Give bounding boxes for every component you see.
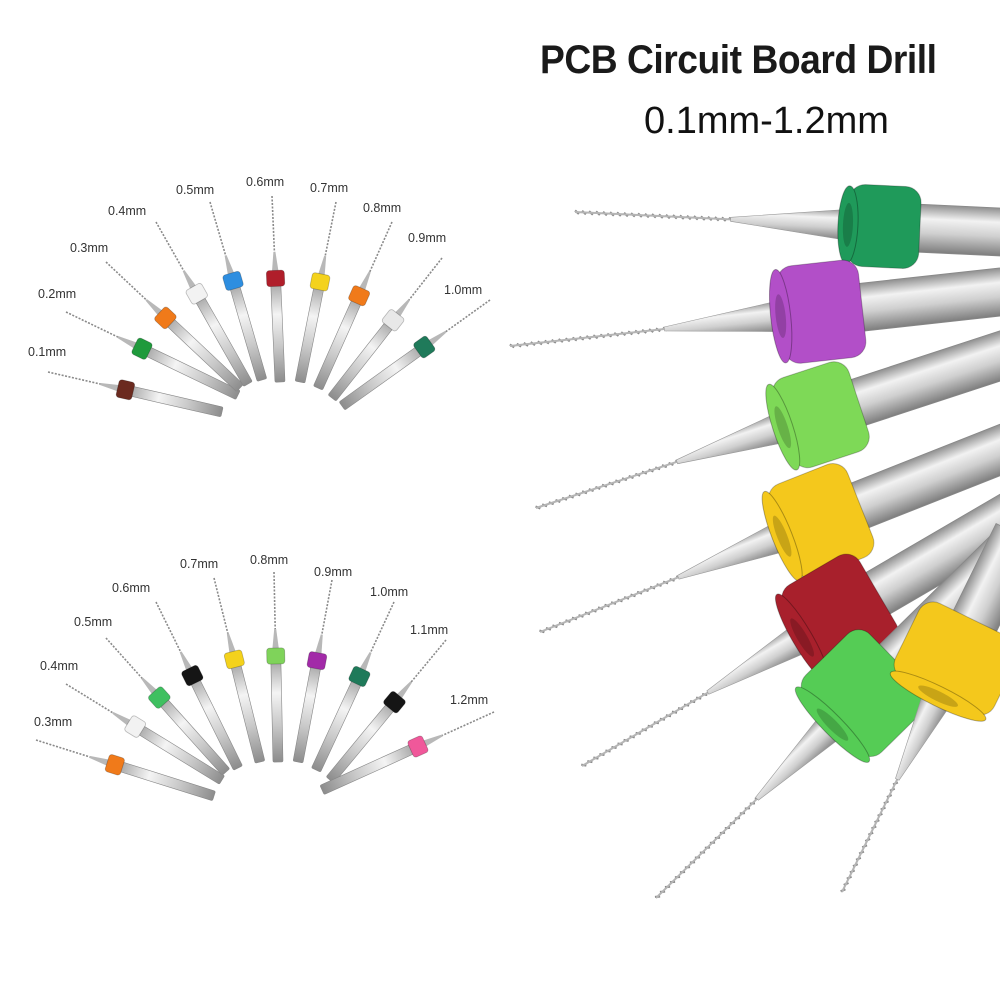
drill-bit <box>295 201 337 384</box>
drill-bit <box>105 637 230 776</box>
closeup-drill-bit <box>840 522 1000 893</box>
drill-bit <box>65 311 240 400</box>
size-label: 0.2mm <box>38 287 76 301</box>
size-label: 0.3mm <box>34 715 72 729</box>
drill-set-top: 0.1mm 0.2mm 0.3mm 0.4mm 0.5mm 0.6mm 0.7mm 0.8mm… <box>28 175 491 417</box>
color-ring <box>348 665 371 687</box>
color-ring <box>185 283 208 305</box>
drill-bit <box>326 639 447 783</box>
size-label: 0.9mm <box>408 231 446 245</box>
color-ring <box>181 665 204 687</box>
drill-bit <box>266 571 286 763</box>
size-range: 0.1mm-1.2mm <box>644 100 889 142</box>
size-label: 0.7mm <box>180 557 218 571</box>
size-label: 0.8mm <box>363 201 401 215</box>
size-label: 0.4mm <box>40 659 78 673</box>
closeup-drill-bit <box>509 259 1000 364</box>
color-ring <box>306 651 328 671</box>
color-ring <box>348 285 371 307</box>
size-label: 1.0mm <box>444 283 482 297</box>
drill-bit <box>313 221 393 390</box>
size-label: 0.9mm <box>314 565 352 579</box>
size-label: 0.5mm <box>176 183 214 197</box>
drill-bit <box>65 683 225 784</box>
drill-bit <box>339 299 491 410</box>
size-label: 0.7mm <box>310 181 348 195</box>
size-label: 0.1mm <box>28 345 66 359</box>
color-ring <box>309 272 331 292</box>
drill-closeup <box>509 184 1000 899</box>
drill-bit <box>328 257 443 401</box>
color-ring <box>154 306 177 330</box>
size-label: 0.5mm <box>74 615 112 629</box>
size-label: 0.6mm <box>246 175 284 189</box>
size-label: 0.3mm <box>70 241 108 255</box>
color-ring <box>148 686 171 709</box>
size-label: 1.2mm <box>450 693 488 707</box>
size-label: 1.0mm <box>370 585 408 599</box>
closeup-drill-bit <box>535 320 1000 510</box>
size-label: 1.1mm <box>410 623 448 637</box>
color-ring <box>222 270 244 291</box>
color-ring <box>104 754 125 776</box>
drill-bit <box>105 261 244 392</box>
color-ring <box>381 309 405 332</box>
drill-bit <box>213 577 265 764</box>
drill-set-bottom: 0.3mm 0.4mm 0.5mm 0.6mm 0.7mm 0.8mm 0.9mm 1.0mm… <box>34 553 495 801</box>
page-title: PCB Circuit Board Drill <box>540 38 937 82</box>
drill-bit <box>265 195 286 383</box>
drill-bit <box>293 579 333 763</box>
drill-bit <box>155 601 243 771</box>
drill-bit <box>35 739 216 801</box>
color-ring <box>265 269 286 288</box>
drill-bit <box>311 601 395 772</box>
drill-bit <box>320 711 495 795</box>
size-label: 0.6mm <box>112 581 150 595</box>
color-ring <box>407 735 429 758</box>
color-ring <box>383 691 406 714</box>
drill-bit <box>47 371 224 417</box>
closeup-drill-bit <box>574 184 1000 269</box>
size-label: 0.4mm <box>108 204 146 218</box>
color-ring <box>266 647 286 665</box>
color-ring <box>124 715 147 738</box>
color-ring <box>115 379 136 401</box>
color-ring <box>413 335 436 359</box>
size-label: 0.8mm <box>250 553 288 567</box>
color-ring <box>223 649 245 670</box>
drill-bit <box>155 221 253 387</box>
closeup-drill-bit <box>539 412 1000 634</box>
drill-bit <box>209 201 267 382</box>
color-ring <box>131 337 153 360</box>
